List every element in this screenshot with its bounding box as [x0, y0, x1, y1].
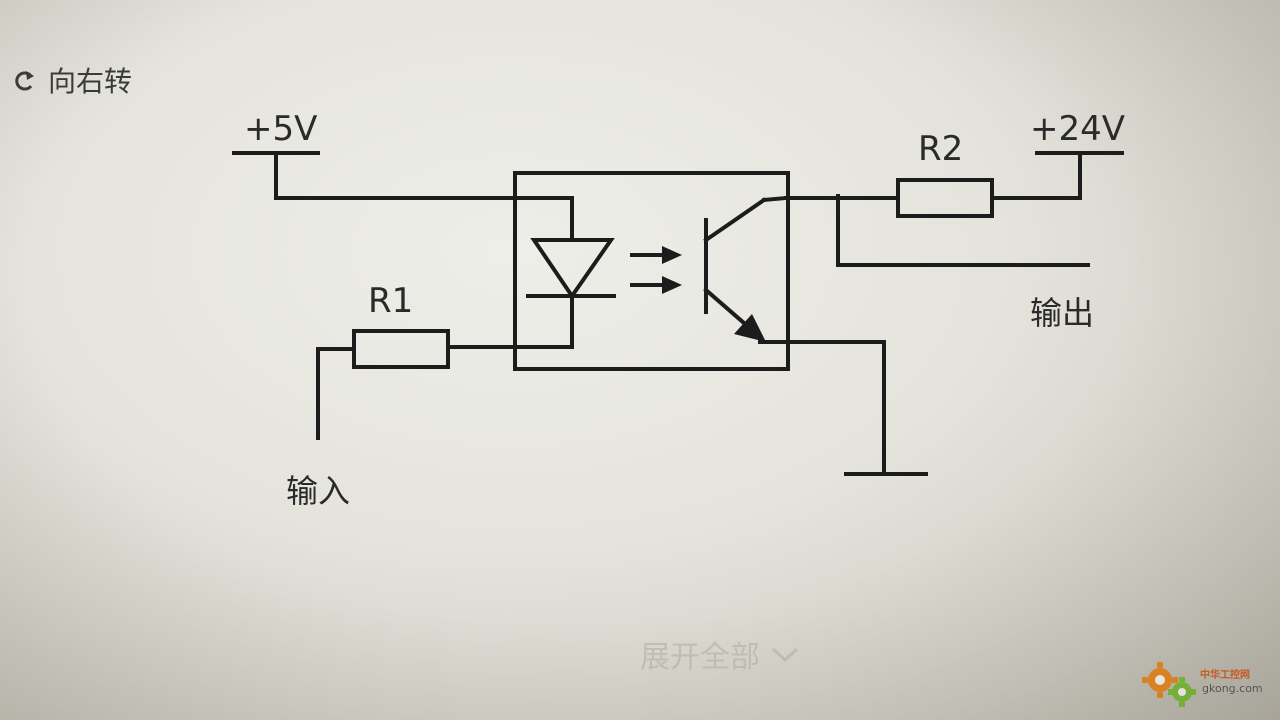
ground — [844, 340, 928, 476]
input-network — [316, 329, 574, 440]
led-emitter — [526, 196, 616, 349]
phototransistor — [703, 195, 886, 344]
supply-5v-label: +5V — [244, 109, 317, 149]
light-emission-arrows — [630, 246, 682, 294]
resistor-r1-body — [352, 329, 450, 369]
expand-all-button[interactable]: 展开全部 — [640, 632, 800, 676]
output-network — [784, 151, 1124, 267]
output-label: 输出 — [1030, 294, 1094, 332]
resistor-r2-body — [896, 178, 994, 218]
expand-all-label: 展开全部 — [640, 640, 760, 675]
resistor-r1-label: R1 — [368, 281, 413, 321]
gkong-watermark-logo: 中华工控网 gkong.com — [1140, 652, 1268, 710]
chevron-down-icon — [771, 647, 799, 663]
gear-icon — [1142, 662, 1196, 707]
optocoupler-package — [513, 171, 790, 371]
watermark-text-bottom: gkong.com — [1202, 682, 1263, 695]
rotate-right-label: 向右转 — [48, 65, 133, 98]
input-label: 输入 — [286, 472, 350, 510]
rotate-right-icon — [15, 71, 34, 91]
supply-5v-rail — [232, 151, 574, 200]
watermark-text-top: 中华工控网 — [1200, 670, 1250, 681]
resistor-r2-label: R2 — [918, 129, 963, 169]
rotate-right-button[interactable]: 向右转 — [12, 60, 132, 100]
supply-24v-label: +24V — [1030, 109, 1125, 149]
